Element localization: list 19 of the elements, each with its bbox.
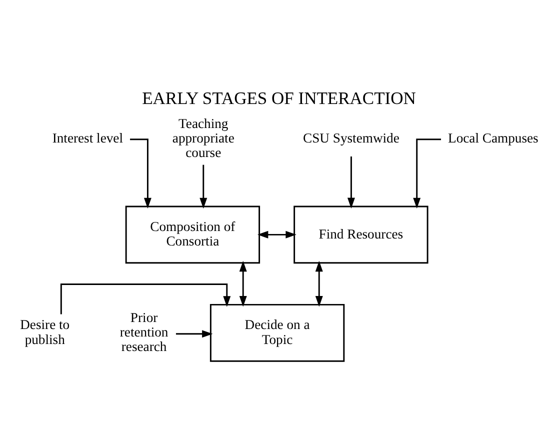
node-box: Decide on a Topic <box>210 304 345 362</box>
arrow <box>176 330 213 338</box>
arrow <box>257 230 296 238</box>
arrow <box>347 156 355 209</box>
arrow <box>200 164 208 209</box>
arrow <box>239 260 247 307</box>
node-text: CSU Systemwide <box>303 130 400 146</box>
node-text: Interest level <box>52 130 123 146</box>
diagram-title: EARLY STAGES OF INTERACTION <box>142 88 416 108</box>
node-text: Local Campuses <box>448 130 538 146</box>
arrow <box>413 138 441 209</box>
node-text: Prior retention research <box>120 310 168 354</box>
arrow <box>130 138 152 209</box>
node-box: Find Resources <box>294 206 428 264</box>
node-box: Composition of Consortia <box>125 206 260 264</box>
node-text: Desire to publish <box>20 317 70 347</box>
node-text: Teaching appropriate course <box>172 116 234 160</box>
arrow <box>60 284 231 314</box>
arrow <box>315 260 323 307</box>
